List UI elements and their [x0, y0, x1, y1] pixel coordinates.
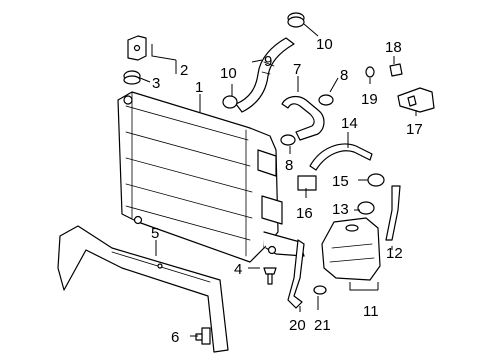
lower-hose — [281, 95, 325, 141]
callout-9: 9 — [264, 53, 272, 70]
callout-17: 17 — [406, 121, 423, 138]
radiator — [117, 91, 305, 263]
hose-clamp-right — [318, 94, 334, 106]
reservoir-cap — [357, 201, 375, 215]
bleeder-cap — [389, 63, 403, 77]
hose-clamp-lower — [280, 134, 296, 146]
callout-15: 15 — [332, 173, 349, 190]
callout-19: 19 — [361, 91, 378, 108]
callout-3: 3 — [152, 75, 160, 92]
callout-7: 7 — [293, 61, 301, 78]
bypass-hose — [309, 143, 373, 171]
callout-11: 11 — [363, 303, 379, 320]
leader-lines — [139, 23, 417, 337]
push-pin — [263, 267, 277, 285]
callout-1: 1 — [195, 79, 203, 96]
coolant-reservoir — [321, 217, 381, 281]
mounting-bracket — [127, 35, 147, 61]
callout-20: 20 — [289, 317, 306, 334]
upper-hose — [235, 37, 295, 113]
insulator — [123, 70, 141, 85]
rivet — [195, 327, 211, 345]
callout-labels: 1 2 3 4 5 6 7 8 8 9 10 10 11 12 13 14 15… — [151, 36, 423, 346]
callout-8-lower: 8 — [285, 157, 293, 174]
gasket — [365, 66, 375, 78]
hose-clamp-left — [222, 95, 238, 109]
callout-16: 16 — [296, 205, 313, 222]
callout-10-upper: 10 — [316, 36, 333, 53]
callout-4: 4 — [234, 261, 242, 278]
callout-5: 5 — [151, 225, 159, 242]
callout-13: 13 — [332, 201, 349, 218]
o-ring — [313, 285, 327, 295]
callout-21: 21 — [314, 317, 331, 334]
callout-18: 18 — [385, 39, 402, 56]
callout-6: 6 — [171, 329, 179, 346]
callout-10-left: 10 — [220, 65, 237, 82]
hose-clamp-16 — [297, 175, 317, 191]
callout-8-upper: 8 — [340, 67, 348, 84]
hose-clamp-upper — [287, 12, 305, 28]
callout-2: 2 — [180, 62, 188, 79]
hose-clamp-bypass — [367, 173, 385, 187]
reservoir-hose — [287, 239, 305, 309]
overflow-hose — [385, 185, 401, 241]
thermostat-housing — [397, 87, 435, 113]
callout-12: 12 — [386, 245, 403, 262]
callout-14: 14 — [341, 115, 358, 132]
air-deflector — [57, 225, 229, 353]
